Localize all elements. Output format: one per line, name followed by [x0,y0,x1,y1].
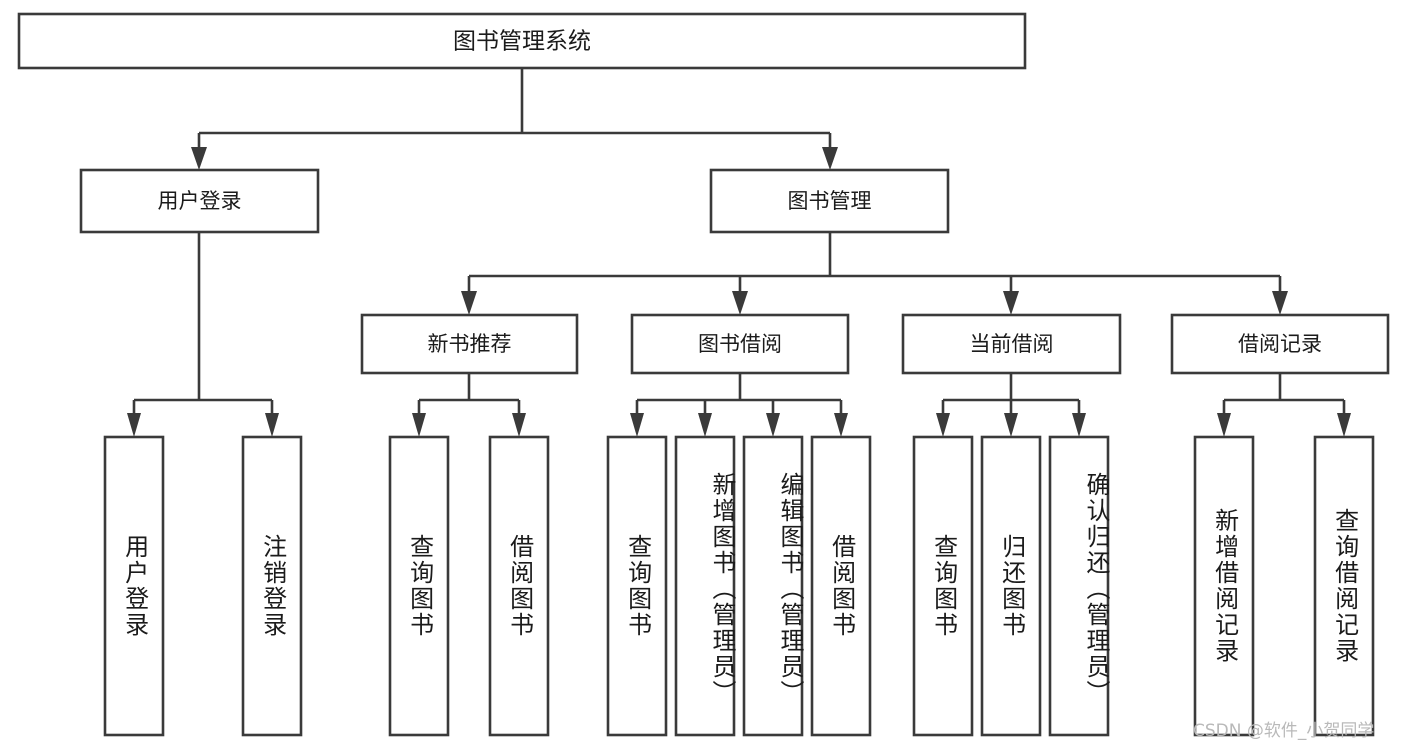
connector-borrowrecord-to-leaves [1217,373,1351,437]
connector-bookmanage-to-level2 [461,232,1288,315]
node-book-manage[interactable]: 图书管理 [709,168,950,234]
node-new-book-recommend[interactable]: 新书推荐 [360,313,579,375]
node-leaf-query-book-1[interactable] [388,435,450,737]
connector-userlogin-to-leaves [127,232,279,437]
node-leaf-borrow-book-2[interactable] [810,435,872,737]
node-root-label: 图书管理系统 [453,29,591,55]
node-user-login-label: 用户登录 [158,189,242,213]
node-borrow-record-label: 借阅记录 [1238,332,1322,356]
node-book-manage-label: 图书管理 [788,189,872,213]
node-root[interactable]: 图书管理系统 [17,12,1027,70]
node-leaf-borrow-book-1[interactable] [488,435,550,737]
csdn-watermark: CSDN @软件_小贺同学 [1193,721,1375,741]
connector-currentborrow-to-leaves [936,373,1086,437]
node-leaf-return-book[interactable] [980,435,1042,737]
node-user-login[interactable]: 用户登录 [79,168,320,234]
connector-root-to-level1 [191,68,838,170]
node-leaf-query-book-2[interactable] [606,435,668,737]
node-current-borrow-label: 当前借阅 [970,332,1054,356]
node-leaf-query-borrow-record[interactable] [1313,435,1375,737]
node-leaf-edit-book-admin[interactable] [742,435,804,737]
node-book-borrow-label: 图书借阅 [698,332,782,356]
node-leaf-add-borrow-record[interactable] [1193,435,1255,737]
node-new-book-recommend-label: 新书推荐 [428,332,512,356]
node-book-borrow[interactable]: 图书借阅 [630,313,850,375]
node-borrow-record[interactable]: 借阅记录 [1170,313,1390,375]
connector-bookborrow-to-leaves [630,373,848,437]
node-leaf-query-book-3[interactable] [912,435,974,737]
connector-newbook-to-leaves [412,373,526,437]
node-leaf-user-login[interactable] [103,435,165,737]
node-current-borrow[interactable]: 当前借阅 [901,313,1122,375]
node-leaf-add-book-admin[interactable] [674,435,736,737]
node-leaf-logout-login[interactable] [241,435,303,737]
node-leaf-confirm-return-admin[interactable] [1048,435,1110,737]
